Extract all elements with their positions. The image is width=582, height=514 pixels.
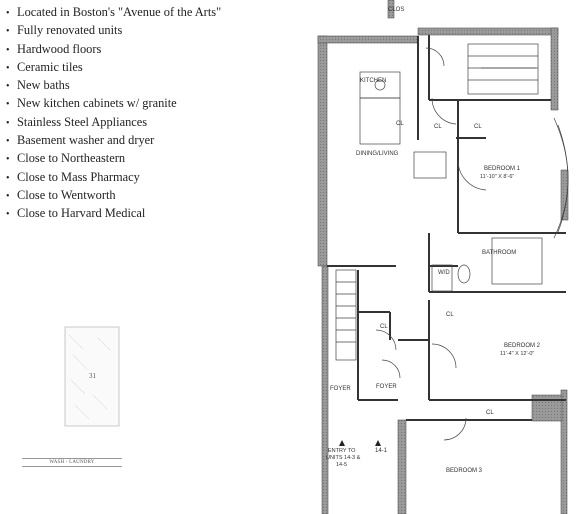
feature-item: Located in Boston's "Avenue of the Arts" [6,4,221,22]
feature-item: Basement washer and dryer [6,132,221,150]
feature-list: Located in Boston's "Avenue of the Arts"… [6,4,221,224]
feature-item: Close to Wentworth [6,187,221,205]
feature-item: Close to Mass Pharmacy [6,169,221,187]
room-label-kitchen: KITCHEN [360,78,386,84]
unit-tag: 14-1 [375,448,388,454]
feature-item: Hardwood floors [6,41,221,59]
feature-item: New kitchen cabinets w/ granite [6,95,221,113]
room-label-bedroom1: BEDROOM 1 [484,166,521,172]
closet-label: CL [474,124,482,130]
feature-item: Close to Northeastern [6,150,221,168]
stair-inset-drawing [64,326,120,427]
interior-walls [327,35,566,421]
entry-label-line3: 14-5 [336,462,347,468]
feature-item: Close to Harvard Medical [6,205,221,223]
closet-label: CL [486,410,494,416]
closet-label: CL [434,124,442,130]
closet-label: CL [380,324,388,330]
entry-label-line2: UNITS 14-3 & [326,455,361,461]
feature-item: Stainless Steel Appliances [6,114,221,132]
room-label-foyer-right: FOYER [376,384,397,390]
room-label-dining-living: DINING/LIVING [356,151,399,157]
feature-item: New baths [6,77,221,95]
inset-label: 31 [89,372,96,380]
room-label-foyer-left: FOYER [330,386,351,392]
exterior-walls [317,0,569,514]
plan-details [335,43,569,441]
floor-plan: CLOS KITCHEN DINING/LIVING BEDROOM 1 11'… [317,0,569,514]
entry-arrow-icons [339,440,381,446]
inset-caption: WASH - LAUNDRY [22,458,122,467]
room-label-bathroom: BATHROOM [482,250,516,256]
room-size-bedroom1: 11'-10" X 8'-6" [480,174,514,180]
room-label-bedroom2: BEDROOM 2 [504,343,541,349]
closet-label: CL [396,121,404,127]
feature-item: Fully renovated units [6,22,221,40]
closet-label: CL [446,312,454,318]
room-label-clos: CLOS [388,7,404,13]
room-size-bedroom2: 11'-4" X 12'-0" [500,351,534,357]
room-label-wd: W/D [438,270,450,276]
entry-label-line1: ENTRY TO [328,448,356,454]
room-label-bedroom3: BEDROOM 3 [446,468,483,474]
feature-item: Ceramic tiles [6,59,221,77]
